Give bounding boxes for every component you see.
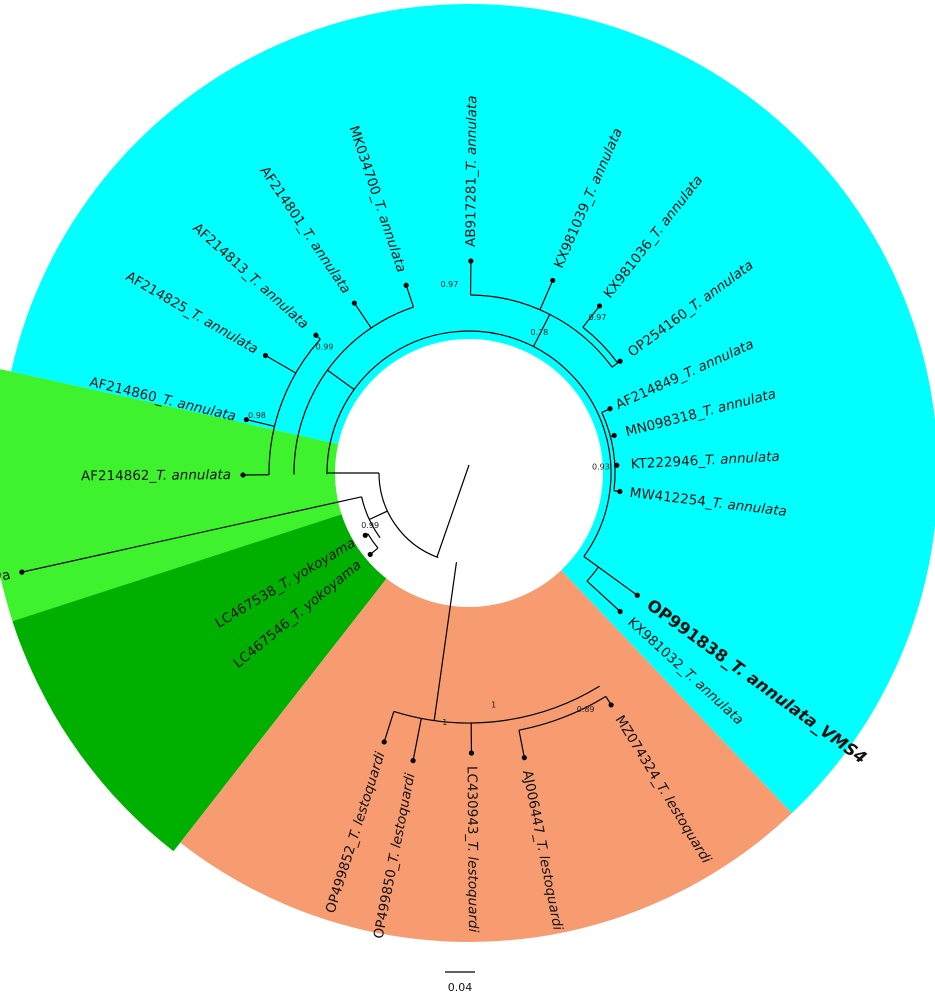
- tip-accession: LC430943_: [464, 766, 481, 842]
- support-value: 0.99: [316, 343, 334, 352]
- tip-node-mw412254: [617, 488, 623, 495]
- branch-af214860: [246, 418, 275, 427]
- branch-af214825: [265, 354, 297, 374]
- arc-upper-left-subgroup: [293, 306, 414, 475]
- branch-af214801: [353, 302, 372, 329]
- clade-sector-t-lestoquardi: [180, 473, 792, 942]
- tip-node-aj276655: [19, 569, 25, 575]
- support-value: 0.97: [441, 280, 459, 289]
- tip-node-kx981039: [550, 277, 556, 284]
- scale-bar-label: 0.04: [448, 981, 473, 994]
- tip-node-ab917281: [468, 258, 474, 264]
- tip-species: T. annulata: [156, 467, 231, 484]
- tree-branches: [21, 261, 638, 761]
- tip-accession: KT222946_: [630, 453, 705, 473]
- branch-upper-right-stem: [532, 314, 551, 347]
- branch-aj006447: [518, 730, 525, 758]
- support-value: 0.89: [577, 705, 595, 714]
- tip-node-mn098318: [611, 432, 617, 439]
- tip-species: T. lestoquardi: [464, 841, 481, 933]
- tip-species: T. annulata: [705, 449, 781, 469]
- branch-kx981039: [539, 280, 554, 311]
- tip-node-aj006447: [521, 755, 527, 761]
- tip-accession: AF214862_: [81, 468, 157, 485]
- arc-parva-yokoyama: [361, 496, 381, 539]
- support-value: 0.99: [361, 521, 379, 530]
- tip-node-op254160: [617, 358, 623, 364]
- support-value: 0.98: [248, 411, 266, 420]
- support-value: 0.97: [589, 313, 607, 322]
- tip-label-ab917281: AB917281_T. annulata: [463, 95, 480, 247]
- tip-label-kt222946: KT222946_T. annulata: [630, 449, 780, 473]
- scale-bar: 0.04: [445, 971, 475, 994]
- branch-parva-yokoyama-stem: [369, 510, 388, 521]
- support-value: 0.78: [530, 328, 548, 337]
- support-value: 0.93: [592, 463, 610, 472]
- support-value: 1: [442, 718, 447, 727]
- annulata-backbone-arc: [326, 330, 612, 557]
- tip-node-op499850: [410, 758, 416, 764]
- tip-node-af214862: [240, 472, 246, 478]
- tip-accession: AB917281_: [463, 170, 480, 247]
- branch-op499850: [412, 718, 422, 761]
- arc-op254160-kx981036: [582, 326, 619, 364]
- tip-node-kt222946: [614, 462, 620, 468]
- tip-node-af214813: [313, 332, 319, 338]
- inner-hole: [335, 339, 603, 607]
- tip-node-kx981032: [617, 608, 623, 615]
- tip-node-lc467546: [367, 551, 373, 558]
- arc-aj006447-mz074324: [518, 695, 607, 731]
- clade-sector-t-yokoyama: [12, 473, 469, 852]
- tip-label-af214862: AF214862_T. annulata: [81, 467, 231, 484]
- branch-mk034700: [405, 285, 415, 308]
- arc-lestoquardi: [393, 685, 600, 724]
- tip-node-op499852: [381, 739, 387, 745]
- tip-node-kx981036: [596, 303, 603, 309]
- branch-op499852: [383, 711, 395, 743]
- tip-species: T. annulata: [464, 95, 481, 170]
- support-values: 0.99 0.97 0.97 0.78 0.93 0.98 0.99 1 1 0.89: [248, 280, 610, 727]
- tip-node-af214801: [351, 300, 357, 306]
- branch-kx981036: [582, 305, 600, 328]
- tip-node-af214860: [243, 416, 249, 423]
- tip-node-lc430943: [468, 750, 475, 756]
- backbone-lower-arc: [378, 472, 439, 559]
- tip-node-mk034700: [403, 282, 409, 288]
- tip-node-mz074324: [608, 702, 614, 708]
- support-value: 1: [491, 701, 496, 710]
- root-stem: [436, 464, 470, 558]
- tip-node-af214849: [607, 406, 613, 412]
- tip-node-op991838: [634, 592, 640, 598]
- tip-node-lc467538: [362, 532, 368, 538]
- branch-lestoquardi-stem: [433, 562, 458, 721]
- branch-kx981032: [586, 580, 621, 612]
- arc-right-subgroup: [601, 412, 616, 491]
- branch-aj276655: [21, 496, 362, 573]
- tip-label-lc430943: LC430943_T. lestoquardi: [464, 766, 481, 933]
- branch-op991838: [583, 555, 638, 596]
- branch-upper-left-stem: [327, 369, 355, 391]
- arc-left-subgroup: [268, 338, 321, 475]
- arc-op991838-kx981032: [586, 566, 599, 582]
- tip-node-af214825: [262, 352, 269, 359]
